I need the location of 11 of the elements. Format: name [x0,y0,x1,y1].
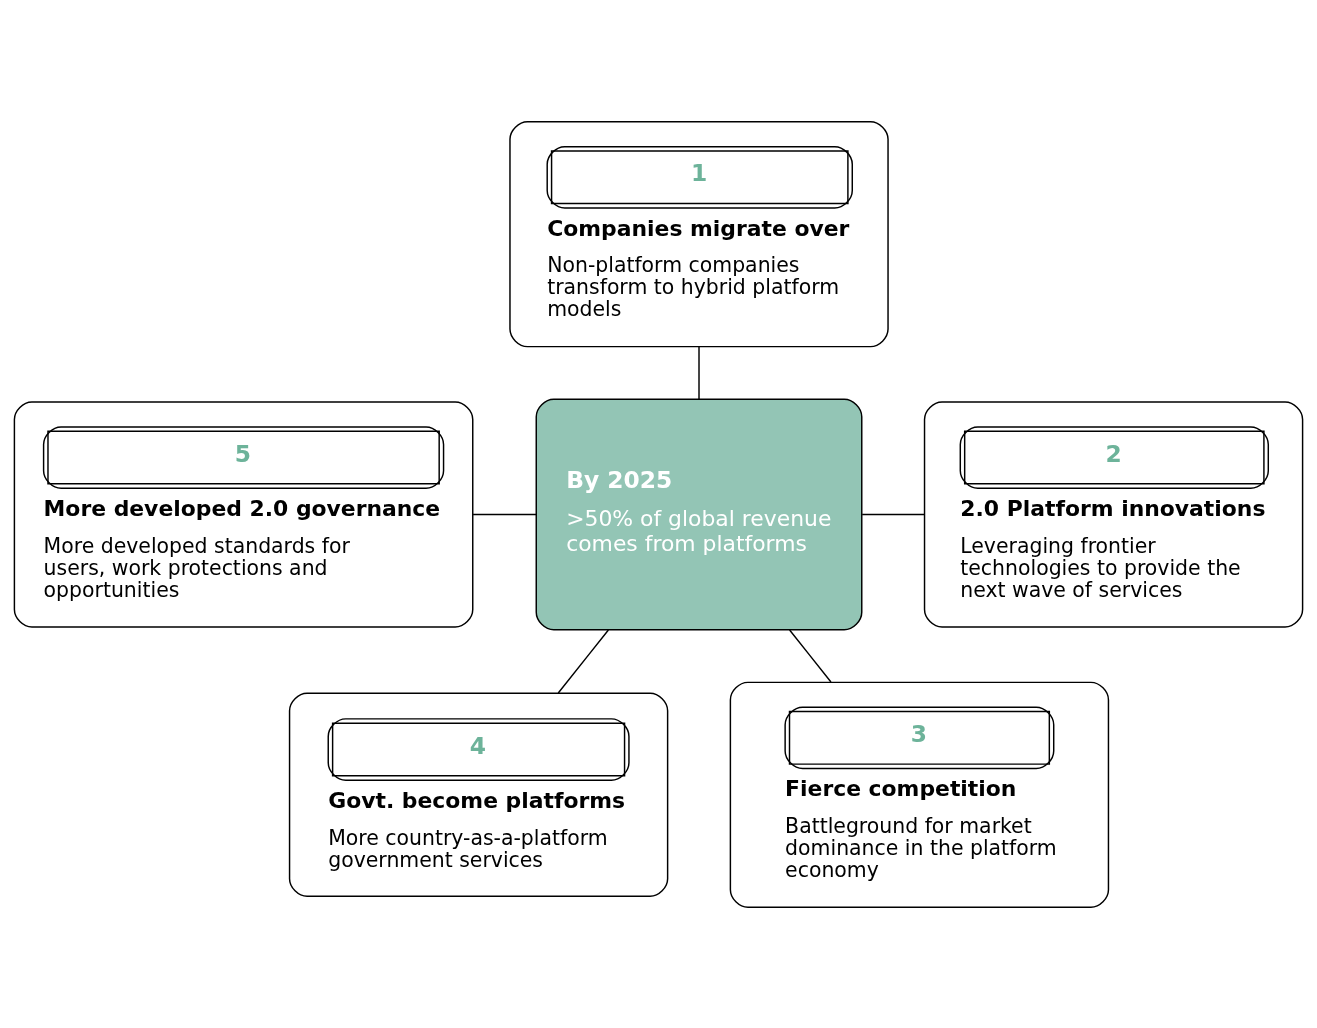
node-box: 4 Govt. become platforms More country-as-a-platform government services [288,692,669,897]
node-box: 5 More developed 2.0 governance More developed standards for users, work protections and opportunities [13,400,474,628]
connector [788,628,832,683]
connector [698,345,700,400]
connector [861,513,926,515]
connector [472,513,537,515]
node-box: By 2025 >50% of global revenue comes from platforms [535,397,863,631]
connector [557,628,610,694]
node-box: 3 Fierce competition Battleground for market dominance in the platform economy [729,681,1110,908]
node-box: 1 Companies migrate over Non-platform companies transform to hybrid platform models [509,120,889,347]
node-box: 2 2.0 Platform innovations Leveraging frontier technologies to provide the next wave of services [923,400,1304,628]
